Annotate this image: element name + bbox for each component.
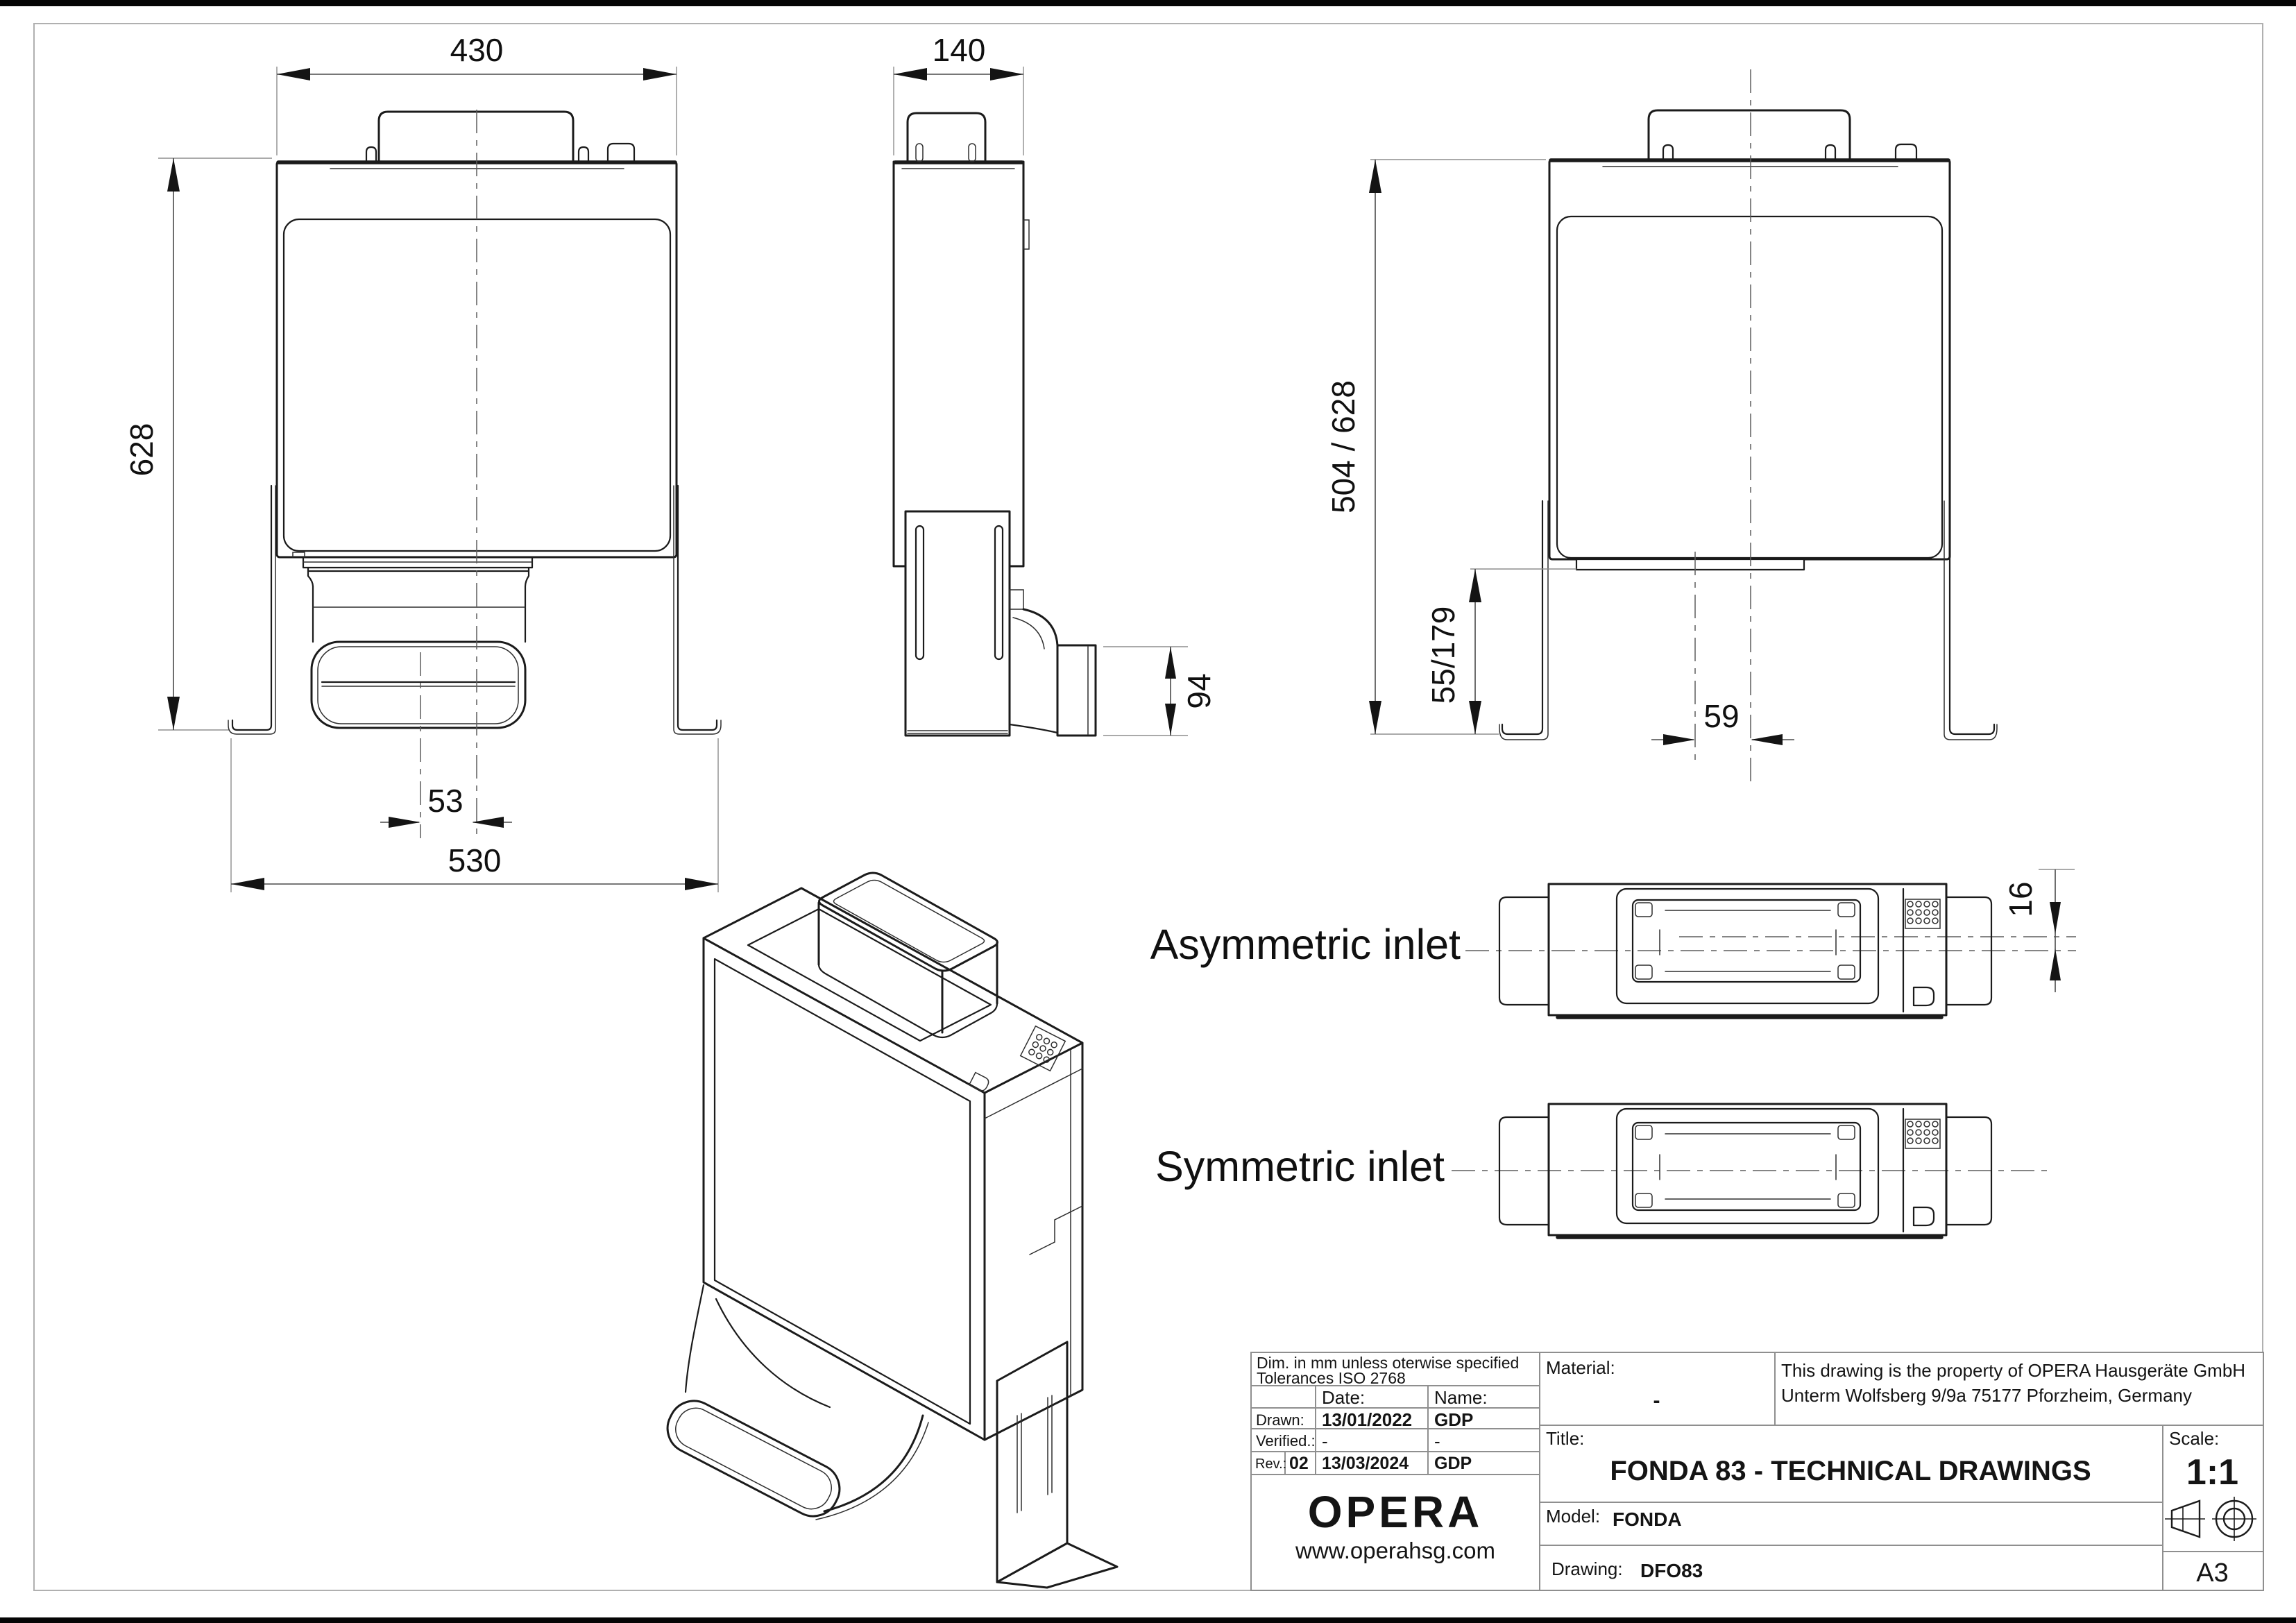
drawn-label: Drawn: (1256, 1411, 1304, 1429)
material-label: Material: (1546, 1357, 1615, 1378)
drawing-title: FONDA 83 - TECHNICAL DRAWINGS (1610, 1456, 2091, 1486)
dim-rear-height: 504 / 628 (1325, 380, 1361, 513)
scale-value: 1:1 (2186, 1452, 2239, 1493)
rev-date: 13/03/2024 (1322, 1454, 1409, 1473)
property-note-line1: This drawing is the property of OPERA Ha… (1781, 1360, 2246, 1381)
dim-side-depth: 140 (933, 32, 986, 68)
symmetric-inlet-view: Symmetric inlet (1155, 1103, 2047, 1239)
label-asymmetric-inlet: Asymmetric inlet (1150, 921, 1461, 968)
verified-date: - (1322, 1431, 1328, 1452)
model-value: FONDA (1613, 1509, 1682, 1530)
tolerance-note-line1: Dim. in mm unless oterwise specified (1257, 1354, 1520, 1372)
rev-label: Rev.: (1255, 1456, 1287, 1472)
model-label: Model: (1546, 1506, 1601, 1527)
asymmetric-inlet-view: Asymmetric inlet 16 (1150, 869, 2076, 1019)
title-block: Dim. in mm unless oterwise specified Tol… (1250, 1352, 2264, 1591)
rear-view: 504 / 628 55/179 59 (1325, 69, 1998, 784)
page-frame (33, 23, 2263, 1591)
tolerance-note-line2: Tolerances ISO 2768 (1257, 1369, 1406, 1387)
dim-front-duct-offset: 53 (427, 783, 463, 819)
projection-symbol-icon (2165, 1497, 2256, 1541)
property-note-line2: Unterm Wolfsberg 9/9a 75177 Pforzheim, G… (1781, 1385, 2193, 1406)
drawing-number-label: Drawing: (1551, 1558, 1623, 1579)
rev-name: GDP (1434, 1454, 1472, 1473)
dim-asymmetric-offset: 16 (2002, 881, 2039, 917)
opera-logo: OPERA (1307, 1487, 1483, 1537)
dim-front-overall-width: 530 (448, 842, 502, 878)
rev-number: 02 (1289, 1454, 1309, 1473)
front-view: 430 628 (124, 32, 722, 892)
cable-gland-icon (1907, 901, 1939, 924)
sheet-size: A3 (2196, 1558, 2229, 1588)
dim-front-height: 628 (124, 423, 160, 477)
name-header: Name: (1434, 1387, 1488, 1408)
opera-website: www.operahsg.com (1295, 1538, 1495, 1563)
scale-label: Scale: (2169, 1428, 2220, 1449)
cable-gland-icon (1907, 1121, 1939, 1144)
dim-rear-bracket-range: 55/179 (1425, 606, 1461, 704)
dim-rear-outlet-offset: 59 (1703, 698, 1739, 734)
dim-front-width: 430 (450, 32, 504, 68)
page-top-edge (0, 0, 2296, 6)
drawn-name: GDP (1434, 1409, 1474, 1430)
title-label: Title: (1546, 1428, 1585, 1449)
label-symmetric-inlet: Symmetric inlet (1155, 1143, 1445, 1190)
page-bottom-edge (0, 1617, 2296, 1623)
drawn-date: 13/01/2022 (1322, 1409, 1413, 1430)
verified-name: - (1434, 1431, 1440, 1452)
material-value: - (1653, 1389, 1660, 1412)
dim-side-outlet-height: 94 (1181, 673, 1217, 708)
date-header: Date: (1322, 1387, 1366, 1408)
drawing-number-value: DFO83 (1640, 1560, 1703, 1581)
isometric-view (666, 872, 1119, 1589)
verified-label: Verified.: (1256, 1432, 1316, 1450)
side-view: 140 94 (892, 32, 1217, 737)
